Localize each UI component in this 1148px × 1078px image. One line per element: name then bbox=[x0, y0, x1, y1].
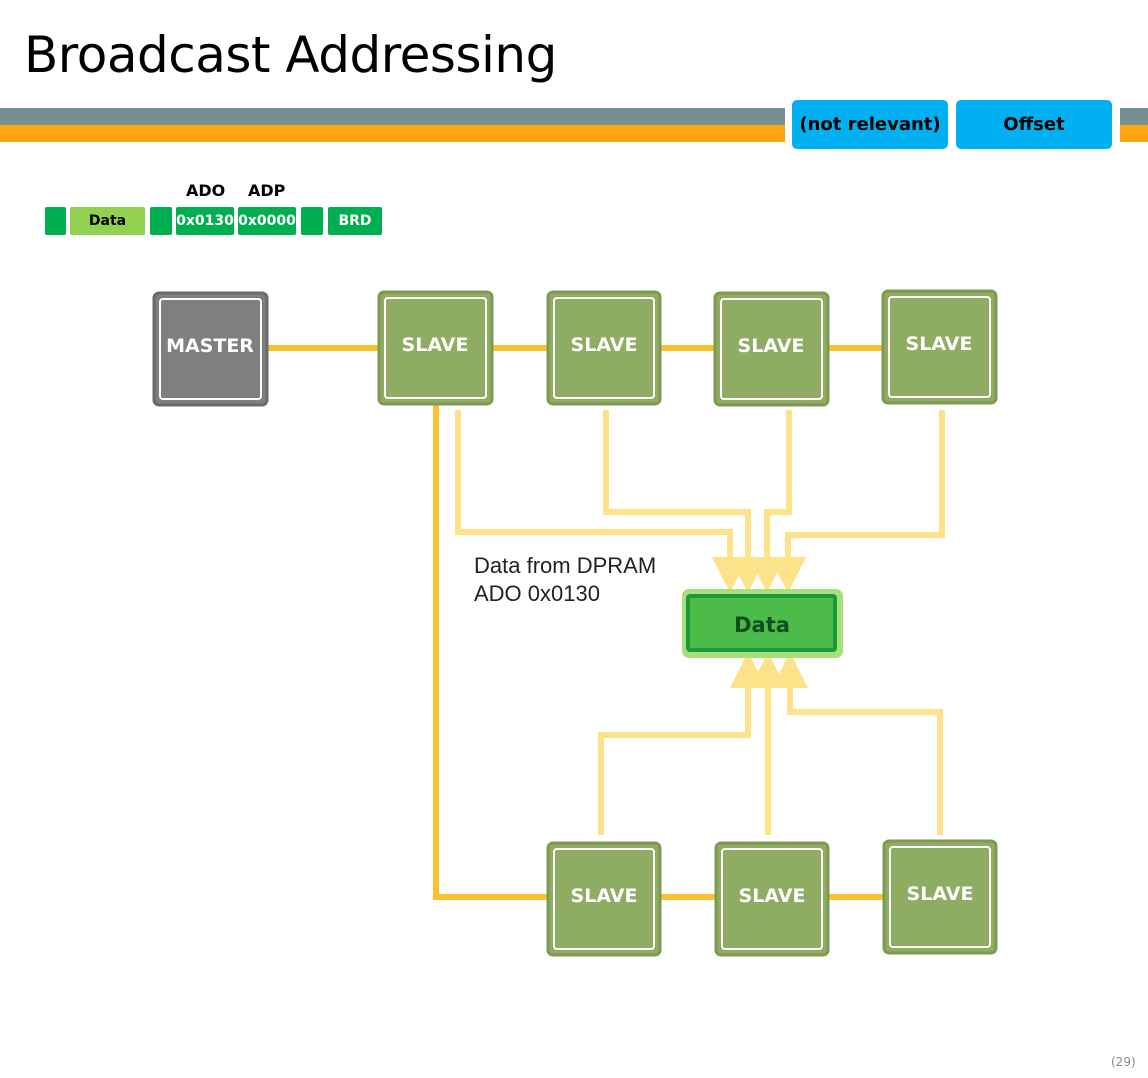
slave-label-4: SLAVE bbox=[906, 333, 973, 355]
frame-cell-wkc bbox=[45, 207, 66, 235]
dpram-note: Data from DPRAM ADO 0x0130 bbox=[474, 552, 656, 608]
slave-label-5: SLAVE bbox=[571, 885, 638, 907]
frame-cell-adp: 0x0000 bbox=[238, 207, 296, 235]
tag-not-relevant: (not relevant) bbox=[792, 100, 948, 149]
slave-node-3: SLAVE bbox=[713, 291, 830, 407]
frame-cell-idx bbox=[301, 207, 323, 235]
data-node: Data bbox=[682, 589, 843, 658]
slave-node-6: SLAVE bbox=[714, 841, 830, 957]
slave-node-1: SLAVE bbox=[377, 290, 494, 406]
arrow-slave7-data bbox=[772, 652, 943, 835]
arrow-slave2-data bbox=[603, 410, 766, 593]
frame-cell-cmd: BRD bbox=[328, 207, 382, 235]
frame-label-ado: ADO bbox=[186, 181, 226, 200]
page-number: (29) bbox=[1111, 1055, 1136, 1069]
slave-label-6: SLAVE bbox=[739, 885, 806, 907]
slave-label-2: SLAVE bbox=[571, 334, 638, 356]
slave-node-2: SLAVE bbox=[546, 290, 662, 406]
slave-label-7: SLAVE bbox=[907, 883, 974, 905]
slave-node-4: SLAVE bbox=[881, 289, 998, 405]
tag-offset: Offset bbox=[956, 100, 1112, 149]
arrow-slave5-data bbox=[598, 652, 766, 835]
page-title: Broadcast Addressing bbox=[24, 26, 557, 84]
arrow-slave1-data bbox=[455, 410, 748, 593]
data-label: Data bbox=[734, 613, 790, 637]
data-arrows bbox=[455, 410, 945, 835]
dpram-note-line1: Data from DPRAM bbox=[474, 553, 657, 578]
dpram-note-line2: ADO 0x0130 bbox=[474, 581, 600, 606]
frame-label-adp: ADP bbox=[248, 181, 286, 200]
slave-node-5: SLAVE bbox=[546, 841, 662, 957]
master-node: MASTER bbox=[152, 291, 269, 407]
arrow-slave3-data bbox=[749, 410, 792, 593]
slave-label-3: SLAVE bbox=[738, 335, 805, 357]
slave-node-7: SLAVE bbox=[882, 839, 998, 955]
frame-cell-ado: 0x0130 bbox=[176, 207, 234, 235]
arrow-slave4-data bbox=[770, 410, 945, 593]
frame-cell-len bbox=[150, 207, 172, 235]
wire-slave1-down bbox=[433, 404, 549, 900]
master-label: MASTER bbox=[166, 335, 254, 357]
slave-label-1: SLAVE bbox=[402, 334, 469, 356]
frame-cell-data: Data bbox=[70, 207, 145, 235]
wires bbox=[267, 345, 884, 900]
